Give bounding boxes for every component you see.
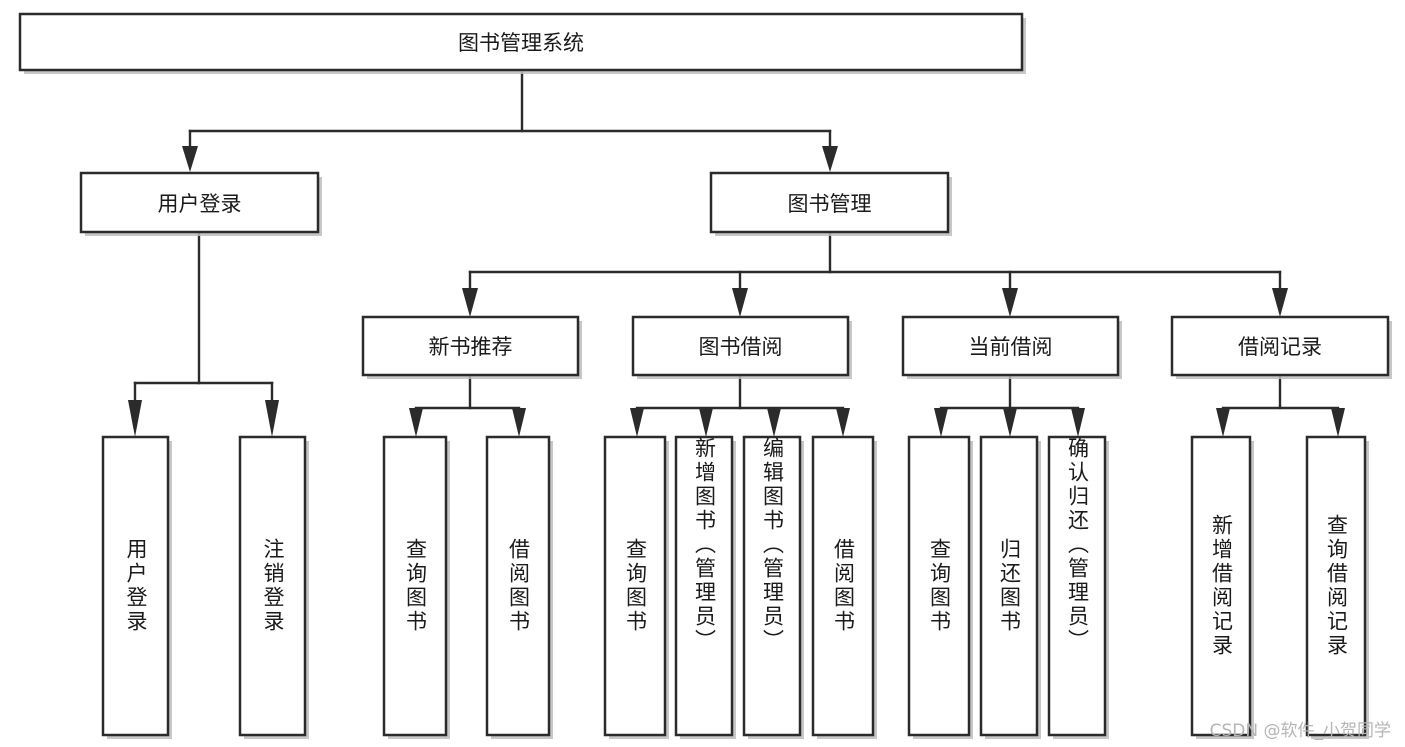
arrow-to-book-borrow [732, 288, 748, 317]
arrow-to-leaf-query-book-3 [934, 408, 948, 437]
arrow-to-leaf-query-book-1 [409, 408, 423, 437]
arrow-to-new-book-rec [462, 288, 478, 317]
node-layer [18, 12, 1392, 739]
leaf-query-book-1[interactable] [382, 435, 448, 737]
node-new-book-rec[interactable] [361, 315, 580, 377]
leaf-return-book[interactable] [979, 435, 1039, 737]
arrow-to-borrow-record [1272, 288, 1288, 317]
arrow-to-leaf-query-book-2 [630, 408, 644, 437]
node-book-borrow[interactable] [631, 315, 850, 377]
arrow-to-user-login [182, 146, 198, 172]
arrow-to-leaf-add-book [699, 408, 713, 437]
leaf-user-login[interactable] [101, 435, 170, 737]
arrow-to-leaf-borrow-book-2 [836, 408, 850, 437]
leaf-confirm-return[interactable] [1047, 435, 1107, 737]
connector-layer [128, 71, 1345, 437]
arrow-to-leaf-borrow-book-1 [512, 408, 526, 437]
leaf-query-record[interactable] [1305, 435, 1367, 737]
arrow-to-leaf-confirm-return [1071, 408, 1085, 437]
leaf-query-book-3[interactable] [907, 435, 971, 737]
leaf-edit-book[interactable] [742, 435, 802, 737]
arrow-to-leaf-add-record [1216, 408, 1230, 437]
leaf-query-book-2[interactable] [603, 435, 667, 737]
leaf-logout[interactable] [238, 435, 307, 737]
arrow-to-leaf-user-login [128, 400, 142, 437]
arrow-to-leaf-edit-book [767, 408, 781, 437]
arrow-to-leaf-query-record [1331, 408, 1345, 437]
node-borrow-record[interactable] [1170, 315, 1390, 377]
node-current-borrow[interactable] [901, 315, 1120, 377]
leaf-borrow-book-2[interactable] [811, 435, 875, 737]
leaf-add-record[interactable] [1190, 435, 1252, 737]
node-root[interactable] [18, 12, 1024, 72]
arrow-to-leaf-return-book [1003, 408, 1017, 437]
arrow-to-leaf-logout [265, 400, 279, 437]
leaf-add-book[interactable] [674, 435, 734, 737]
node-book-manage[interactable] [709, 171, 950, 234]
leaf-borrow-book-1[interactable] [485, 435, 551, 737]
node-user-login[interactable] [79, 171, 320, 234]
arrow-to-current-borrow [1002, 288, 1018, 317]
arrow-to-book-manage [822, 146, 838, 172]
